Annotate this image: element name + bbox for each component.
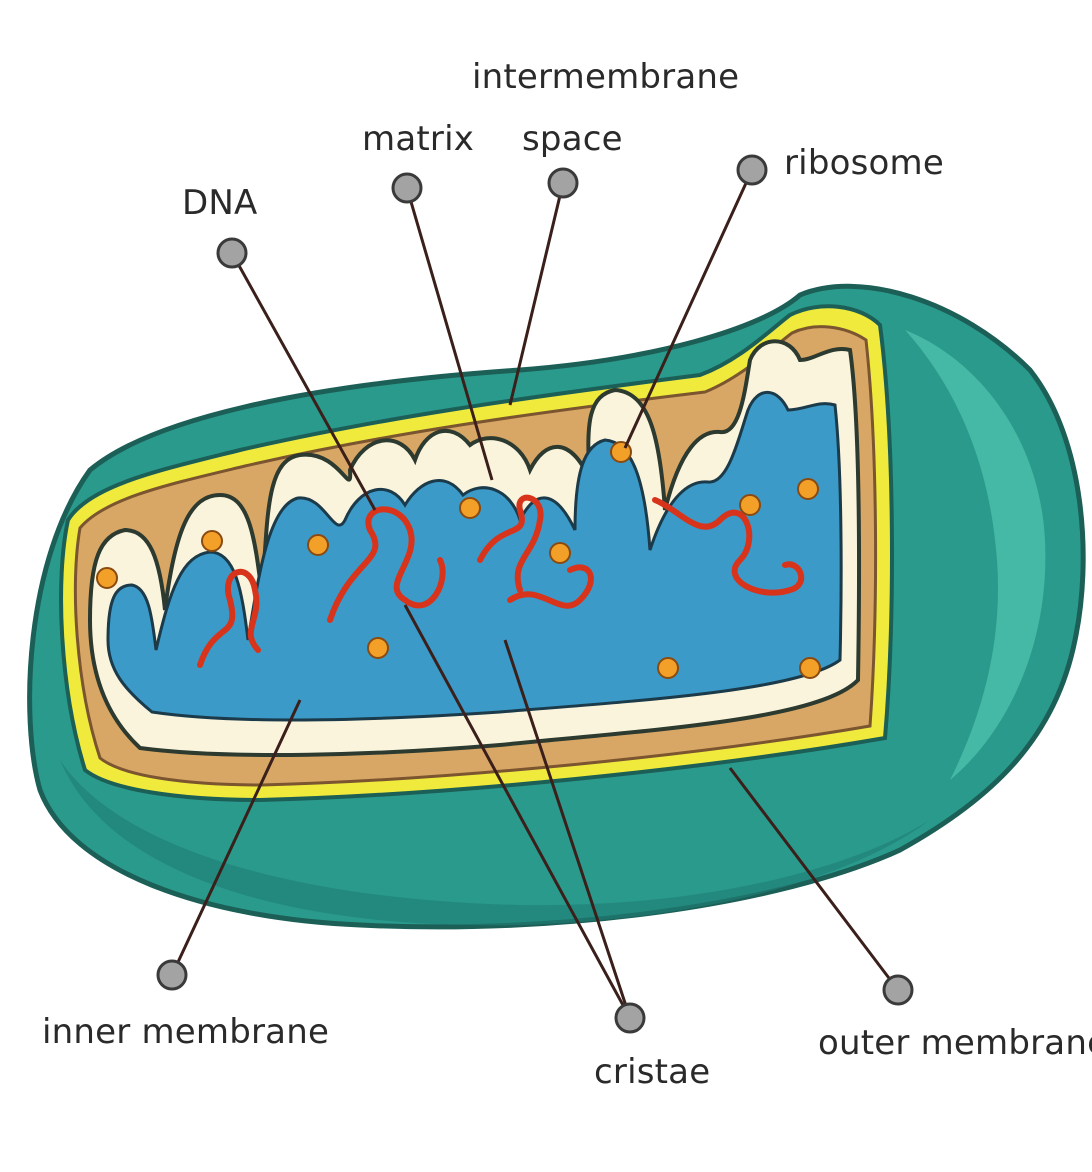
intermembrane-label-line2: space bbox=[522, 122, 623, 156]
ribosome-dot bbox=[740, 495, 760, 515]
ribosome-dot bbox=[368, 638, 388, 658]
ribosome-dot bbox=[658, 658, 678, 678]
intermembrane-label-line1: intermembrane bbox=[472, 60, 739, 94]
ribosome-dot bbox=[308, 535, 328, 555]
ribosome-dot bbox=[800, 658, 820, 678]
intermembrane-marker bbox=[549, 169, 577, 197]
dna-marker bbox=[218, 239, 246, 267]
cristae-marker bbox=[616, 1004, 644, 1032]
ribosome-label: ribosome bbox=[784, 146, 944, 180]
inner-membrane-label: inner membrane bbox=[42, 1015, 329, 1049]
ribosome-marker bbox=[738, 156, 766, 184]
ribosome-dot bbox=[460, 498, 480, 518]
ribosome-dot bbox=[202, 531, 222, 551]
dna-label: DNA bbox=[182, 186, 257, 220]
ribosome-dot bbox=[550, 543, 570, 563]
inner-membrane-marker bbox=[158, 961, 186, 989]
matrix-label: matrix bbox=[362, 122, 474, 156]
matrix-marker bbox=[393, 174, 421, 202]
ribosome-dot bbox=[97, 568, 117, 588]
ribosome-dot bbox=[798, 479, 818, 499]
outer-membrane-marker bbox=[884, 976, 912, 1004]
outer-membrane-label: outer membrane bbox=[818, 1026, 1092, 1060]
cristae-label: cristae bbox=[594, 1055, 710, 1089]
